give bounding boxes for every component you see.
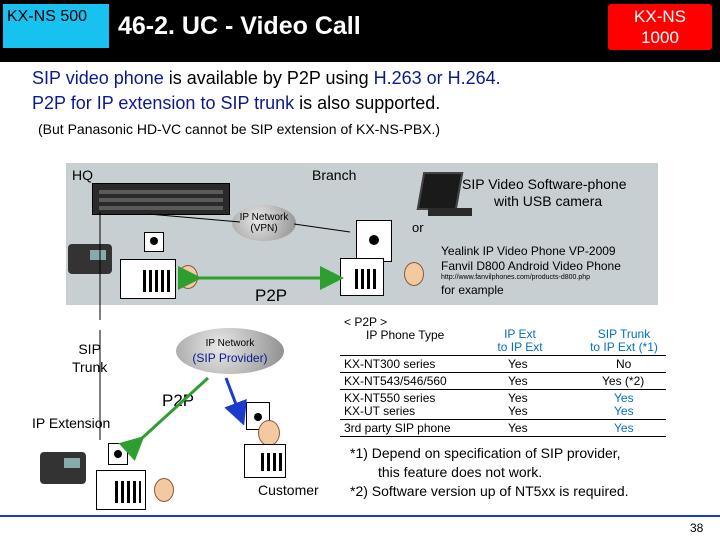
video-phone-icon-customer — [244, 444, 286, 478]
model-badge-left: KX-NS 500 — [3, 4, 109, 48]
intro-line-1: SIP video phone is available by P2P usin… — [32, 68, 501, 89]
desk-phone-icon — [68, 244, 112, 274]
table-row-3-trunk: Yes — [614, 404, 634, 418]
pbx-server-icon — [92, 183, 230, 215]
model-badge-left-text: KX-NS 500 — [7, 8, 88, 25]
page-title: 46-2. UC - Video Call — [118, 12, 361, 40]
table-row-1-trunk: Yes (*2) — [602, 374, 645, 388]
table-row-1-type: KX-NT543/546/560 — [344, 374, 447, 388]
page-number: 38 — [690, 521, 704, 535]
hq-label: HQ — [72, 167, 93, 183]
videophone-label: Yealink IP Video Phone VP-2009 Fanvil D8… — [441, 244, 621, 274]
table-header-ext: IP Ext to IP Ext — [497, 327, 543, 354]
vpn-cloud-icon: IP Network (VPN) — [232, 205, 296, 241]
footnote-2: *2) Software version up of NT5xx is requ… — [350, 483, 629, 499]
p2p-label-top: P2P — [255, 286, 288, 305]
table-bottom-rule — [340, 436, 666, 437]
desk-phone-icon-ext — [40, 452, 86, 484]
table-row-2-trunk: Yes — [614, 391, 634, 405]
table-row-rule — [340, 389, 666, 390]
or-label: or — [412, 220, 424, 235]
videophone-line1: Yealink IP Video Phone VP-2009 — [441, 244, 616, 258]
line-hq-to-cloud — [147, 213, 241, 223]
for-example-label: for example — [441, 283, 504, 297]
intro-line1-a: SIP video phone — [32, 68, 164, 88]
table-row-2-type: KX-NT550 series — [344, 391, 436, 405]
table-caption: < P2P > — [344, 315, 388, 329]
table-row-3-ext: Yes — [508, 404, 528, 418]
vpn-cloud-line2: (VPN) — [250, 223, 278, 234]
table-row-0-trunk: No — [616, 357, 632, 371]
softphone-line2: with USB camera — [494, 193, 603, 209]
person-icon-branch — [404, 262, 424, 286]
table-row-rule — [340, 372, 666, 373]
intro-line-2: P2P for IP extension to SIP trunk is als… — [32, 93, 440, 114]
sip-trunk-line1: SIP — [78, 341, 101, 357]
handset-icon-hq — [144, 232, 164, 252]
softphone-label: SIP Video Software-phone with USB camera — [462, 176, 627, 210]
table-row-2-ext: Yes — [508, 391, 528, 405]
footnote-1-line2: this feature does not work. — [378, 464, 543, 480]
vpn-cloud-line1: IP Network — [239, 212, 289, 223]
sip-cloud-line1: IP Network — [205, 338, 255, 349]
intro-line1-c: H.263 or H.264. — [373, 68, 501, 88]
table-row-1-ext: Yes — [508, 374, 528, 388]
sip-provider-cloud-icon: IP Network (SIP Provider) — [176, 328, 284, 374]
table-row-3-type: KX-UT series — [344, 404, 416, 418]
table-header-type: IP Phone Type — [366, 328, 445, 342]
intro-line2-a: P2P for IP extension to SIP trunk — [32, 93, 295, 113]
table-row-4-trunk: Yes — [614, 421, 634, 435]
p2p-arrow-lower — [118, 376, 210, 461]
table-row-0-ext: Yes — [508, 357, 528, 371]
softphone-line1: SIP Video Software-phone — [462, 176, 627, 192]
table-row-4-ext: Yes — [508, 421, 528, 435]
model-badge-right-line1: KX-NS — [634, 7, 686, 26]
footnote-1-line1: *1) Depend on specification of SIP provi… — [350, 445, 621, 461]
laptop-base-icon — [428, 208, 472, 216]
header-bar — [0, 0, 720, 62]
sip-arrow-customer — [224, 377, 247, 426]
sip-cloud-line2: (SIP Provider) — [192, 351, 268, 365]
model-badge-right-line2: 1000 — [641, 28, 679, 47]
table-row-4-type: 3rd party SIP phone — [344, 421, 451, 435]
handset-icon-branch — [356, 220, 392, 262]
sip-trunk-line2: Trunk — [72, 359, 108, 375]
person-icon-ext — [154, 478, 174, 502]
video-phone-icon-ext — [96, 470, 146, 510]
ip-extension-label: IP Extension — [32, 415, 111, 431]
sip-trunk-label: SIP Trunk — [72, 340, 107, 376]
p2p-label-lower: P2P — [162, 391, 195, 410]
videophone-line2: Fanvil D800 Android Video Phone — [441, 259, 621, 273]
branch-label: Branch — [312, 167, 357, 183]
vendor-url: http://www.fanvilphones.com/products-d80… — [441, 274, 591, 281]
customer-label: Customer — [258, 482, 319, 498]
table-header-trunk: SIP Trunk to IP Ext (*1) — [590, 327, 658, 354]
intro-note: (But Panasonic HD-VC cannot be SIP exten… — [38, 121, 441, 137]
video-phone-icon-hq — [120, 259, 176, 299]
table-row-0-type: KX-NT300 series — [344, 357, 436, 371]
table-row-rule — [340, 419, 666, 420]
intro-line1-b: is available by P2P using — [163, 68, 374, 88]
model-badge-right: KX-NS 1000 — [608, 4, 712, 50]
line-cloud-to-branch — [293, 223, 351, 233]
footer-rule — [0, 515, 720, 517]
intro-line2-b: is also supported. — [294, 93, 441, 113]
footnotes: *1) Depend on specification of SIP provi… — [350, 444, 629, 501]
table-header-rule — [340, 355, 666, 356]
